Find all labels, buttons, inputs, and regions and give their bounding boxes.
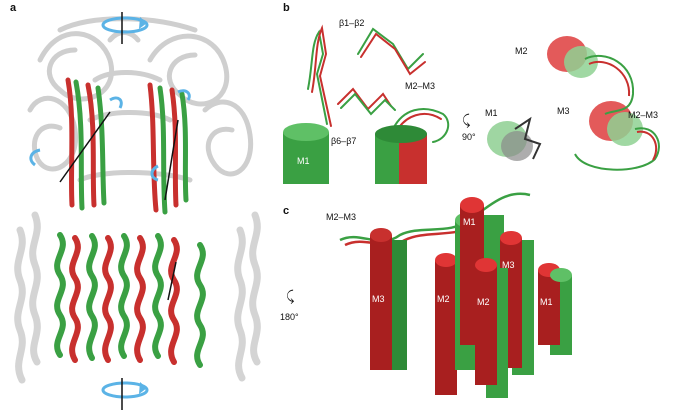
svg-text:180°: 180° [280,312,299,322]
axis-line-left [59,111,111,183]
c-label-m2-b: M2 [477,297,490,307]
label-180-deg: 180° [280,312,299,322]
grey-ecd [27,16,254,183]
label-90-deg: 90° [462,132,476,142]
panel-a-label: a [10,2,17,14]
arrow-heads [139,17,147,394]
label-m2m3: M2–M3 [405,81,435,91]
b-loops [307,24,450,143]
c-label-m2-a: M2 [437,294,450,304]
panel-b-left: β1–β2 β6–β7 M2–M3 M1 [283,18,450,184]
rotate-180-icon: ⤹ [286,288,295,304]
svg-text:90°: 90° [462,132,476,142]
c-label-m1-top: M1 [463,217,476,227]
c-label-m3-b: M3 [502,260,515,270]
label-m3-right: M3 [557,106,570,116]
rotate-90-icon: ⤹ [462,112,471,128]
c-label-m2m3: M2–M3 [326,212,356,222]
panel-b-label: b [283,2,290,14]
label-m2m3-right: M2–M3 [628,110,658,120]
panel-b-right: M2 M1 M3 M2–M3 [485,36,660,171]
c-label-m3-a: M3 [372,294,385,304]
panel-c-cylinders: M2–M3 M3 M2 M1 M3 M2 M1 [326,192,572,398]
b-right-loops [514,54,660,171]
b-right-circles [487,36,643,161]
c-label-m1-b: M1 [540,297,553,307]
label-b6b7: β6–β7 [331,136,356,146]
axis-line-tmd [167,261,177,301]
panel-c-label: c [283,205,290,217]
c-cylinders [370,197,572,398]
panel-a-structure [14,12,261,410]
b-cylinders [283,123,427,184]
beta-sheets [65,77,189,215]
grey-tmd [14,211,261,384]
label-b1b2: β1–β2 [339,18,364,28]
label-m1-right: M1 [485,108,498,118]
rotation-arrows [29,16,191,399]
tmd-helices [54,232,206,368]
label-m2-right: M2 [515,46,528,56]
label-m1-left: M1 [297,156,310,166]
axis-line-right [164,119,179,201]
